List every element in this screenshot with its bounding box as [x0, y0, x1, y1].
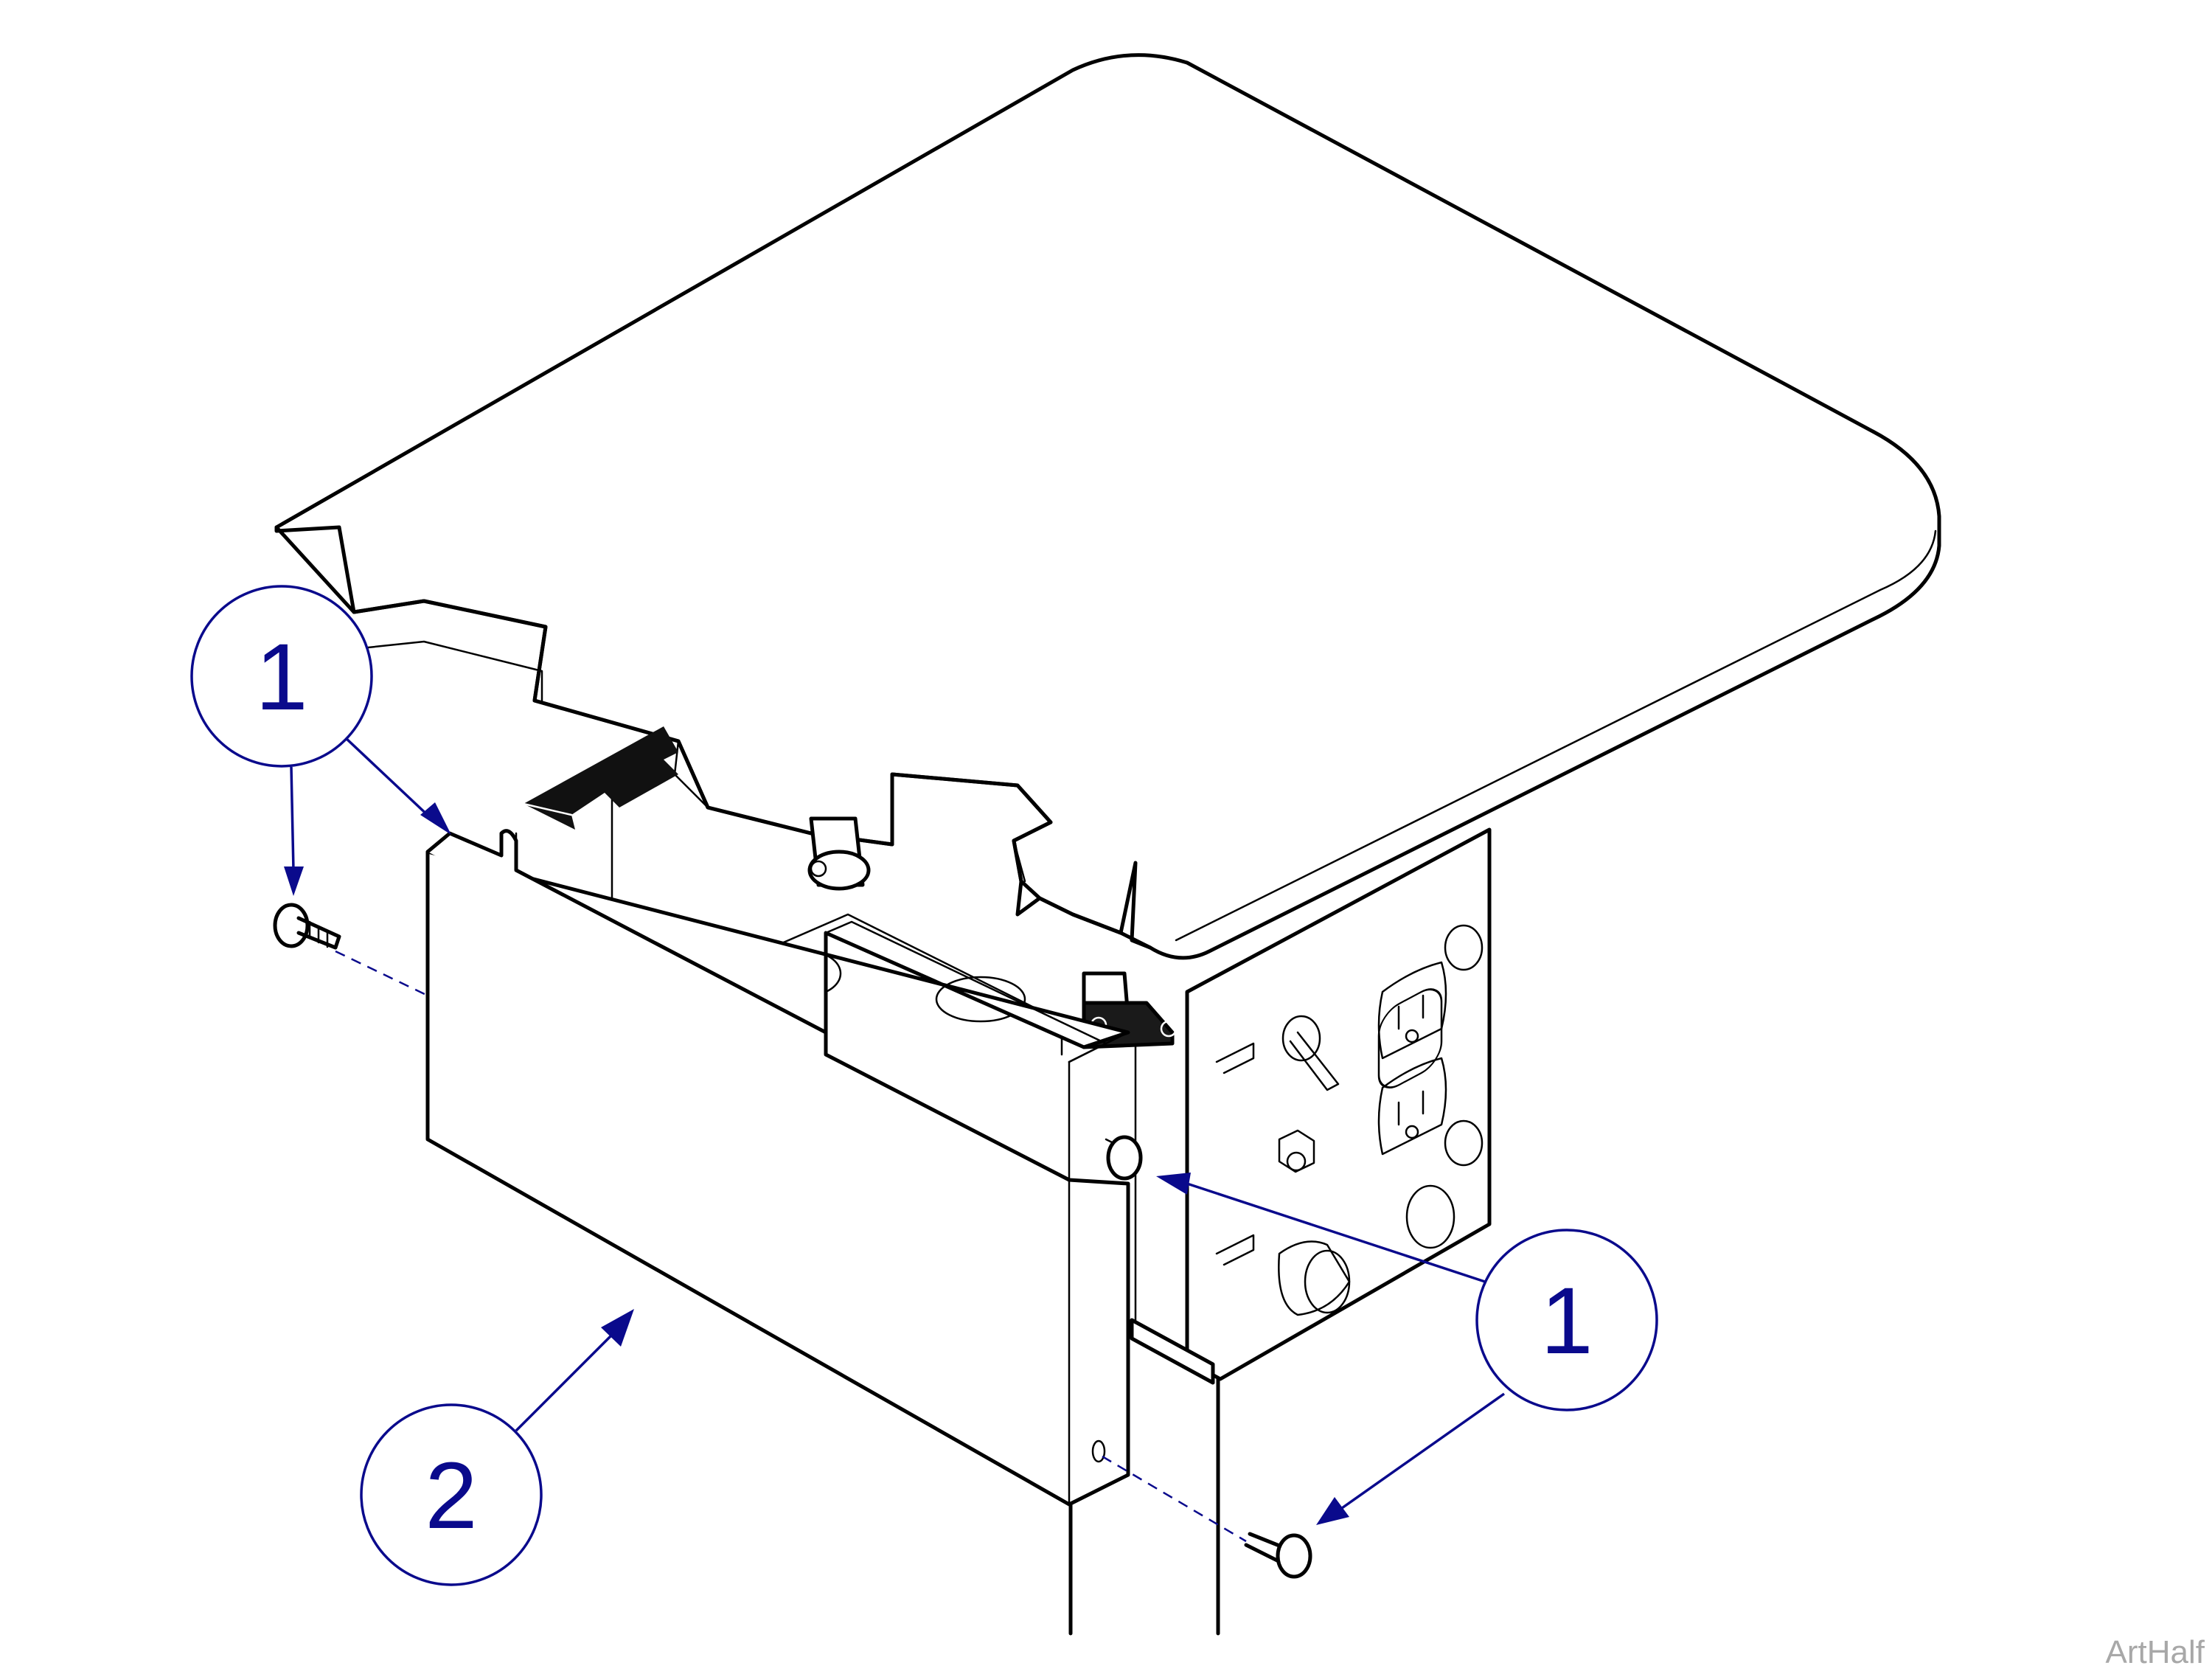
svg-text:1: 1 [1540, 1268, 1593, 1374]
leader-lines [284, 736, 1506, 1525]
outlet-icon [1377, 961, 1447, 1156]
thumb-screw-icon [1444, 924, 1484, 1167]
front-cover-panel [425, 829, 1130, 1507]
thumb-screw-mid [1105, 1135, 1143, 1181]
watermark-label: ArtHalf [2106, 1634, 2205, 1670]
valve-fitting [807, 816, 1178, 1049]
hex-nut-icon [1278, 1129, 1315, 1173]
svg-text:1: 1 [255, 625, 307, 730]
electrical-box [1130, 827, 1492, 1385]
callout-2: 2 [360, 1403, 543, 1586]
thumb-screw-bottom [1244, 1532, 1312, 1579]
callout-1-left: 1 [190, 585, 373, 768]
direction-arrow-icon [522, 726, 678, 830]
callout-1-right: 1 [1475, 1229, 1658, 1411]
svg-text:2: 2 [425, 1443, 477, 1549]
thumb-screw-left [273, 903, 341, 950]
support-post [1068, 1377, 1220, 1636]
alignment-lines [335, 950, 1247, 1543]
knob-icon [1278, 1240, 1351, 1316]
tabletop [274, 53, 1941, 960]
toggle-switch-icon [1281, 1015, 1340, 1091]
